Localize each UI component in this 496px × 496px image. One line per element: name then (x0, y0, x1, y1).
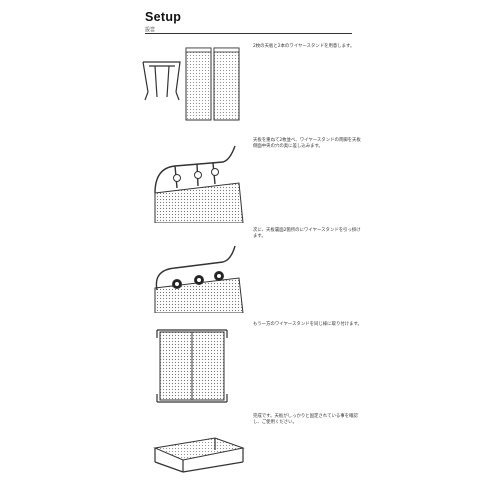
step-5-illustration (135, 414, 255, 484)
step-1-illustration (135, 42, 245, 122)
step-5-text: 完成です。天板がしっかりと固定されている事を確認し、ご使用ください。 (253, 414, 358, 426)
step-3-text: 次に、天板裏面2箇所のにワイヤースタンドを引っ掛けます。 (253, 228, 361, 240)
step-1-text: 2枚の天板と2本のワイヤースタンドを用意します。 (253, 44, 355, 49)
step-3-illustration (135, 228, 250, 313)
page-title: Setup (145, 10, 182, 24)
step-4-illustration (135, 322, 250, 407)
page-subtitle: 設営 (145, 27, 156, 33)
step-2-text: 天板を重ねて2枚並べ、ワイヤースタンドの両脚を天板側面中央の穴の奥に差し込みます… (253, 138, 361, 150)
page-header: Setup 設営 (145, 10, 465, 33)
header-divider (145, 33, 352, 34)
step-2-illustration (135, 138, 250, 223)
step-4-text: もう一方のワイヤースタンドを同じ様に取り付けます。 (253, 322, 362, 327)
